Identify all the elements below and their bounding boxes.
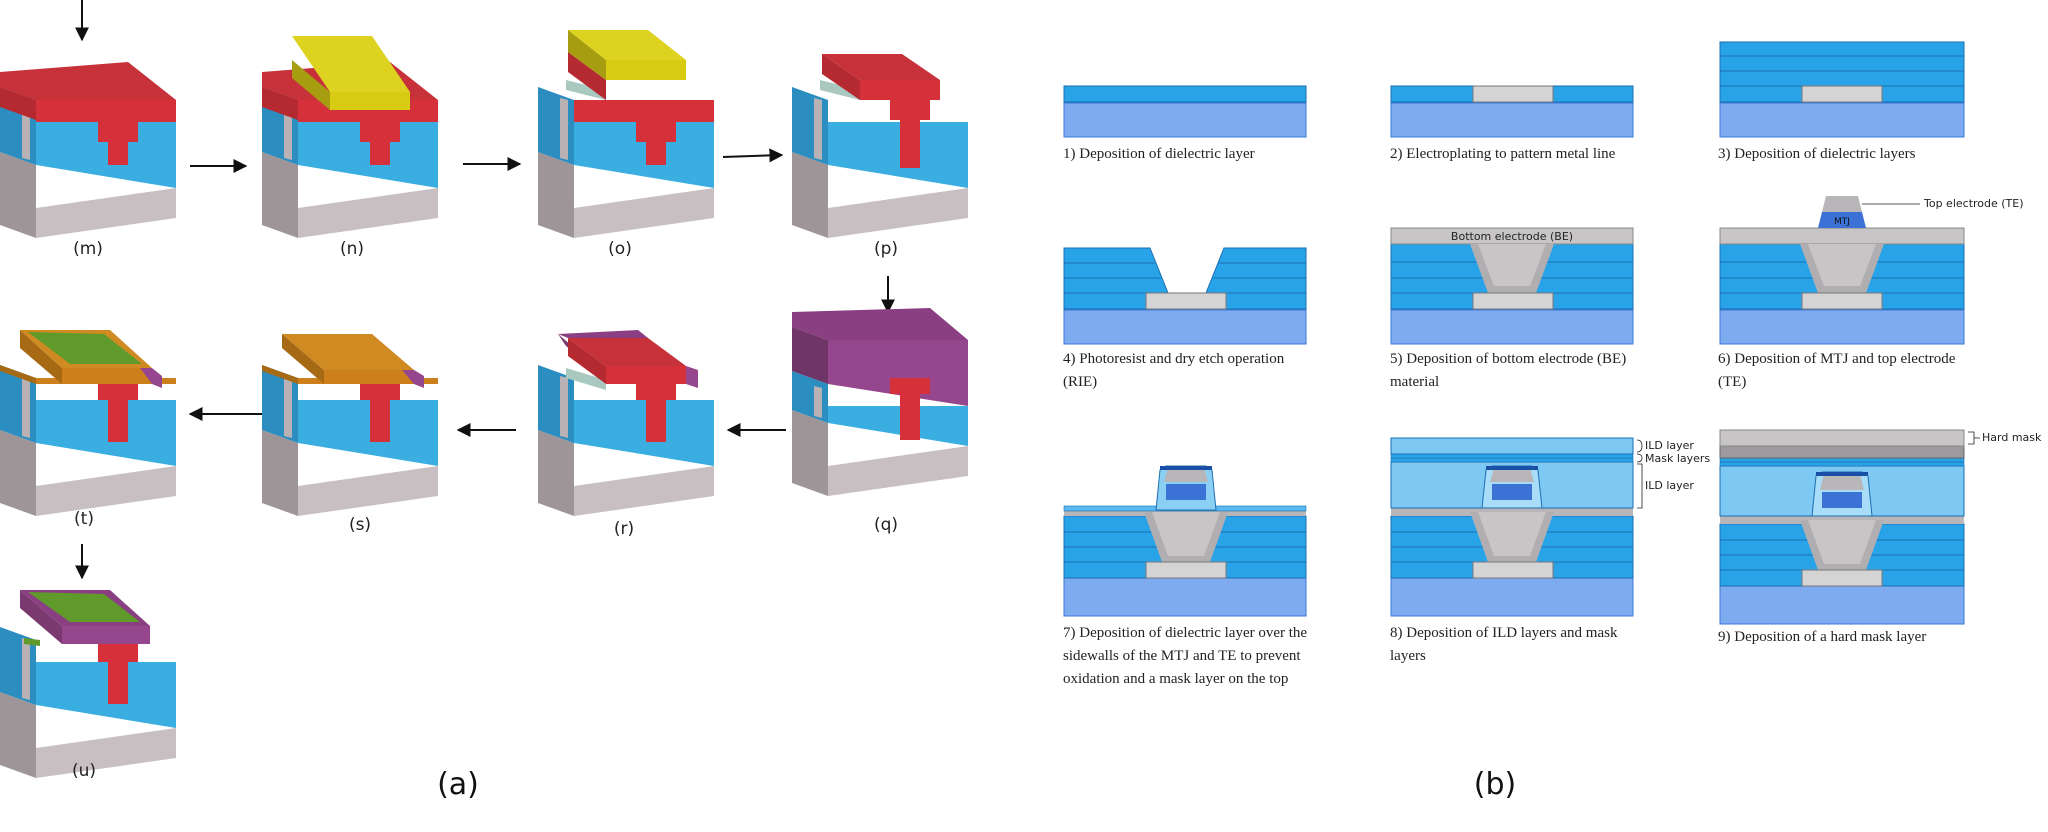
cube-s [262,334,438,516]
cross-section-1 [1063,85,1307,138]
caption-step-1: 1) Deposition of dielectric layer [1063,146,1255,162]
cross-section-5 [1390,227,1634,345]
process-arrows [75,0,895,580]
cross-section-3 [1719,41,1965,138]
label-hard-mask: Hard mask [1982,431,2042,444]
label-ild-layer-bottom: ILD layer [1645,479,1694,492]
step-label-r: (r) [614,519,634,539]
cube-u [0,590,176,778]
caption-step-6: 6) Deposition of MTJ and top electrode (… [1718,351,1956,390]
panel-a-diagram: (m) (n) (o) (p) (q) (r) (s) (t) (u) (a) [0,0,968,802]
caption-step-4: 4) Photoresist and dry etch operation (R… [1063,351,1285,390]
cube-n [262,36,438,238]
cross-section-6 [1719,196,1965,345]
label-mtj: MTJ [1834,217,1850,227]
caption-step-5: 5) Deposition of bottom electrode (BE) m… [1390,351,1627,390]
label-ild-layer-top: ILD layer [1645,439,1694,452]
caption-step-8: 8) Deposition of ILD layers and mask lay… [1390,625,1618,664]
panel-b-letter: (b) [1474,767,1516,802]
step-label-o: (o) [608,239,632,259]
cube-r [538,330,714,516]
caption-step-3: 3) Deposition of dielectric layers [1718,146,1916,162]
caption-step-7: 7) Deposition of dielectric layer over t… [1063,625,1308,687]
cross-section-7 [1063,465,1307,617]
cross-section-9 [1719,429,1980,625]
label-bottom-electrode: Bottom electrode (BE) [1451,230,1573,243]
cross-section-2 [1390,85,1634,138]
step-label-s: (s) [349,515,371,535]
cube-q [792,308,968,496]
caption-step-2: 2) Electroplating to pattern metal line [1390,146,1616,162]
label-top-electrode: Top electrode (TE) [1923,197,2024,210]
arrow-o-to-p [722,148,784,163]
panel-b-diagram: Bottom electrode (BE) MTJ Top electrode … [1063,41,2042,802]
label-mask-layers: Mask layers [1645,452,1710,465]
step-label-n: (n) [340,239,364,259]
cube-t [0,330,176,516]
cube-p [792,54,968,238]
step-label-u: (u) [72,761,96,781]
cross-section-4 [1063,247,1307,345]
caption-step-9: 9) Deposition of a hard mask layer [1718,629,1927,645]
step-label-p: (p) [874,239,898,259]
step-label-q: (q) [874,515,898,535]
step-label-m: (m) [73,239,103,259]
cube-o [538,30,714,238]
panel-a-letter: (a) [437,767,479,802]
cross-section-8 [1390,437,1643,617]
cube-m [0,62,176,238]
step-label-t: (t) [74,509,94,529]
